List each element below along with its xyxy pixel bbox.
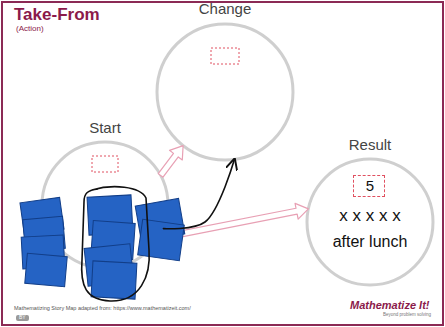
brand-tagline: Beyond problem solving	[383, 313, 431, 318]
circle-outline	[155, 22, 295, 162]
node-heading: Result	[305, 137, 435, 154]
attribution-note: Mathematizing Story Map adapted from: ht…	[14, 305, 191, 311]
start-circle: Start	[40, 140, 170, 270]
brand-logo: Mathematize It!	[350, 299, 429, 311]
answer-box-blank	[211, 48, 239, 64]
arrow-shape	[158, 146, 183, 178]
node-heading: 5	[354, 178, 386, 195]
arrow-line	[163, 159, 234, 228]
result-circle: Resultx x x x xafter lunch5	[305, 157, 435, 287]
handwritten-note: x x x x x	[313, 207, 427, 226]
arrow-shape	[158, 203, 309, 241]
circle-shape	[157, 24, 293, 160]
answer-box-blank	[92, 156, 118, 172]
node-heading: Start	[40, 120, 170, 137]
license-badge: BY	[16, 315, 29, 321]
change-circle: Change	[155, 22, 295, 162]
circle-shape	[307, 159, 433, 285]
handwritten-note: after lunch	[313, 233, 427, 251]
node-heading: Change	[155, 1, 295, 18]
block-arrow	[158, 146, 183, 178]
slide-title: Take-From	[14, 6, 100, 25]
block-arrow	[158, 203, 309, 241]
circle-outline	[40, 140, 170, 270]
circle-shape	[42, 142, 168, 268]
hand-drawn-arrow	[163, 159, 234, 228]
answer-box: 5	[353, 175, 385, 197]
subtitle: (Action)	[16, 25, 44, 34]
